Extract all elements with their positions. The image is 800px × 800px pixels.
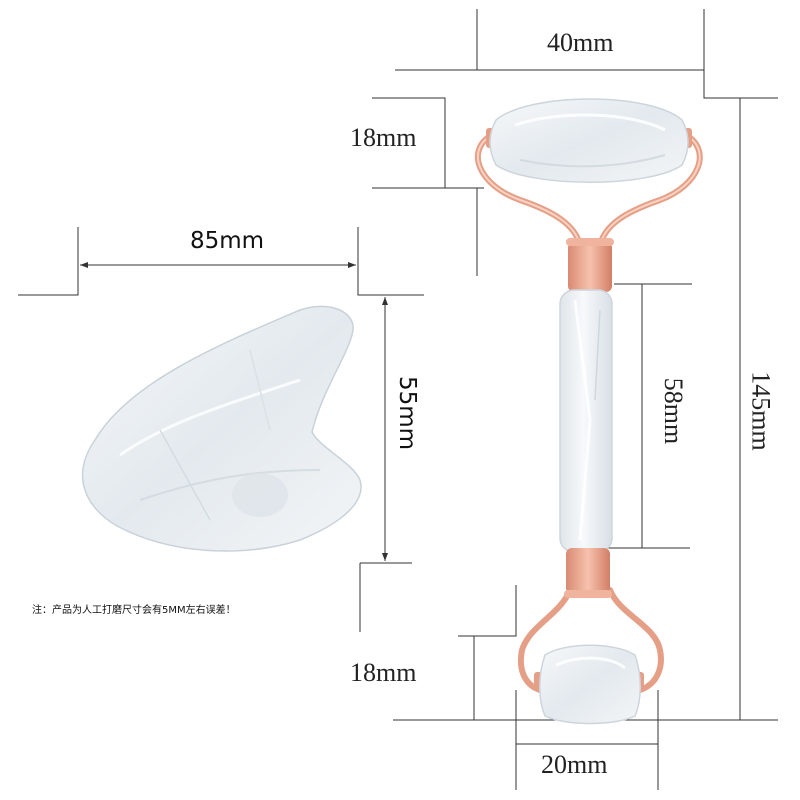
roller-top-height-bracket bbox=[372, 97, 446, 189]
roller-handle-length-label: 58mm bbox=[659, 377, 689, 445]
arrow-head bbox=[348, 262, 356, 268]
roller-handle-bracket bbox=[606, 283, 643, 549]
size-tolerance-note: 注：产品为人工打磨尺寸会有5MM左右误差！ bbox=[32, 605, 236, 616]
roller-bottom-stone bbox=[534, 644, 644, 725]
roller-total-length-label: 145mm bbox=[746, 371, 776, 451]
roller-top-right-extension-line bbox=[703, 9, 778, 99]
gua-sha-width-label: 85mm bbox=[190, 228, 265, 254]
roller-top-width-label: 40mm bbox=[547, 28, 614, 57]
roller-bottom-height-label: 18mm bbox=[350, 658, 417, 687]
roller-top-left-extension-line bbox=[395, 9, 478, 71]
arrow-head bbox=[382, 297, 388, 305]
gua-sha-right-extension-line bbox=[357, 227, 424, 296]
gua-sha-height-label: 55mm bbox=[394, 375, 421, 451]
roller-frame-highlight bbox=[476, 134, 701, 246]
roller-bottom-extension-line bbox=[458, 585, 517, 637]
gua-sha-stone-image bbox=[81, 305, 362, 552]
roller-top-height-label: 18mm bbox=[350, 123, 417, 152]
arrow-head bbox=[80, 262, 88, 268]
roller-bottom-width-label: 20mm bbox=[541, 750, 608, 779]
arrow-head bbox=[382, 553, 388, 561]
roller-top-stone bbox=[486, 98, 692, 183]
roller-handle bbox=[559, 238, 614, 598]
gua-sha-left-extension-line bbox=[18, 227, 79, 296]
gua-sha-dimension-lines bbox=[18, 227, 424, 632]
